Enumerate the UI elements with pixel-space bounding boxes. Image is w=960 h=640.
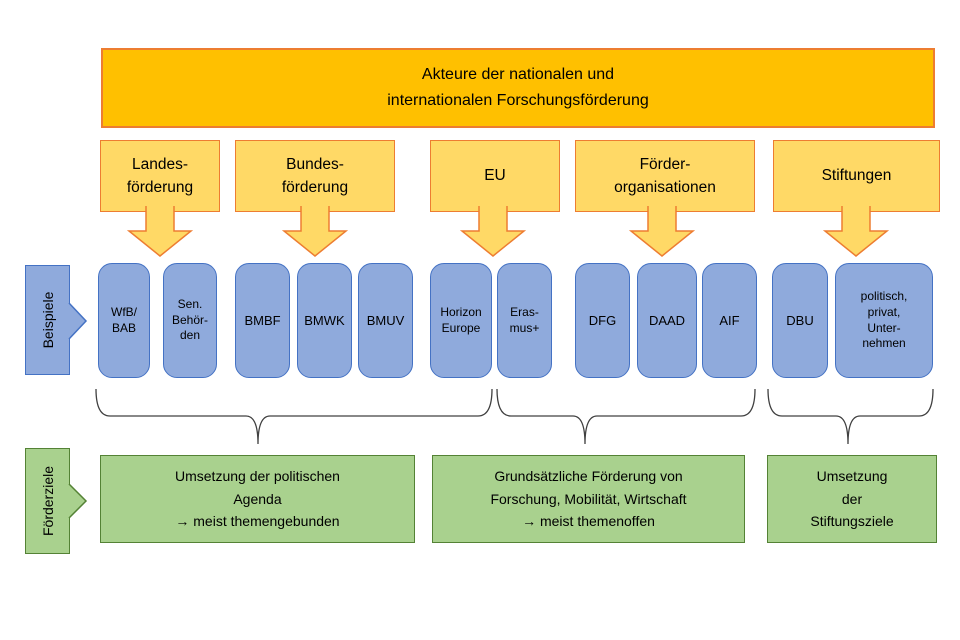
down-arrow-icon: [459, 206, 527, 257]
example-dfg: DFG: [575, 263, 630, 378]
example-horizon-europe: Horizon Europe: [430, 263, 492, 378]
down-arrow-icon: [628, 206, 696, 257]
example-aif: AIF: [702, 263, 757, 378]
category-landesfoerderung: Landes- förderung: [100, 140, 220, 212]
side-tag-foerderziele: Förderziele: [25, 448, 70, 554]
brace-group-1: [95, 388, 493, 445]
category-eu: EU: [430, 140, 560, 212]
goal-grundsaetzliche-foerderung: Grundsätzliche Förderung von Forschung, …: [432, 455, 745, 543]
example-bmuv: BMUV: [358, 263, 413, 378]
brace-group-3: [767, 388, 934, 445]
beispiele-pointer-icon: [68, 302, 88, 340]
goal-politische-agenda: Umsetzung der politischen Agenda → meist…: [100, 455, 415, 543]
category-bundesfoerderung: Bundes- förderung: [235, 140, 395, 212]
down-arrow-icon: [126, 206, 194, 257]
category-foerderorganisationen: Förder- organisationen: [575, 140, 755, 212]
goal-stiftungsziele: Umsetzung der Stiftungsziele: [767, 455, 937, 543]
side-tag-beispiele: Beispiele: [25, 265, 70, 375]
side-tag-foerderziele-label: Förderziele: [39, 465, 56, 537]
example-bmwk: BMWK: [297, 263, 352, 378]
title-banner: Akteure der nationalen und international…: [101, 48, 935, 128]
down-arrow-icon: [281, 206, 349, 257]
example-erasmus-plus: Eras- mus+: [497, 263, 552, 378]
down-arrow-icon: [822, 206, 890, 257]
example-daad: DAAD: [637, 263, 697, 378]
foerderziele-pointer-icon: [68, 483, 88, 519]
brace-group-2: [496, 388, 756, 445]
example-wfb-bab: WfB/ BAB: [98, 263, 150, 378]
side-tag-beispiele-label: Beispiele: [39, 291, 56, 349]
example-sen-behoerden: Sen. Behör- den: [163, 263, 217, 378]
example-dbu: DBU: [772, 263, 828, 378]
category-stiftungen: Stiftungen: [773, 140, 940, 212]
example-bmbf: BMBF: [235, 263, 290, 378]
example-politisch-privat-unternehmen: politisch, privat, Unter- nehmen: [835, 263, 933, 378]
